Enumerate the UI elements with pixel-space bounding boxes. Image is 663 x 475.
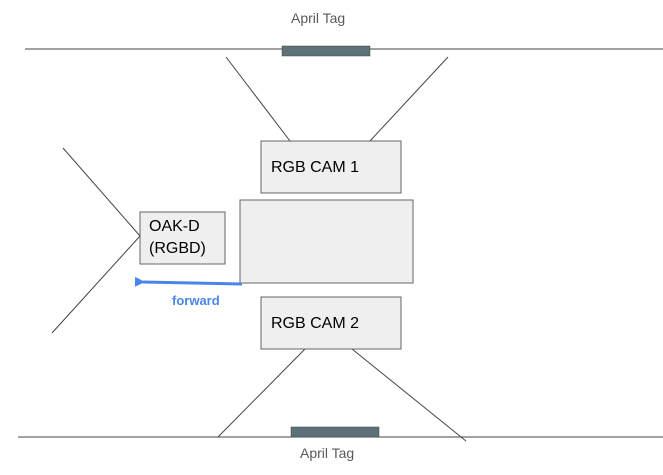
cam1-fov-right [369, 56, 449, 142]
oak-d-box [139, 211, 226, 265]
forward-label: forward [172, 293, 220, 308]
rgb-cam-2-label: RGB CAM 2 [271, 315, 360, 332]
robot-body-box [239, 199, 414, 284]
oak-d-label-line1: OAK-D [149, 218, 200, 235]
bottom-april-tag [290, 426, 380, 438]
cam2-fov-left [217, 348, 306, 438]
rgb-cam-2-box [260, 296, 402, 350]
cam2-fov-right [351, 348, 467, 442]
oakd-fov-bottom [51, 235, 141, 334]
oakd-fov-top [62, 147, 141, 237]
rgb-cam-1-box [260, 140, 402, 194]
forward-arrow [134, 276, 243, 287]
oak-d-label-line2: (RGBD) [149, 240, 206, 257]
april-tag-bottom-label: April Tag [300, 445, 355, 461]
rgb-cam-1-label: RGB CAM 1 [271, 159, 360, 176]
cam1-fov-left [225, 56, 291, 142]
top-april-tag [281, 45, 371, 57]
april-tag-top-label: April Tag [291, 10, 346, 26]
